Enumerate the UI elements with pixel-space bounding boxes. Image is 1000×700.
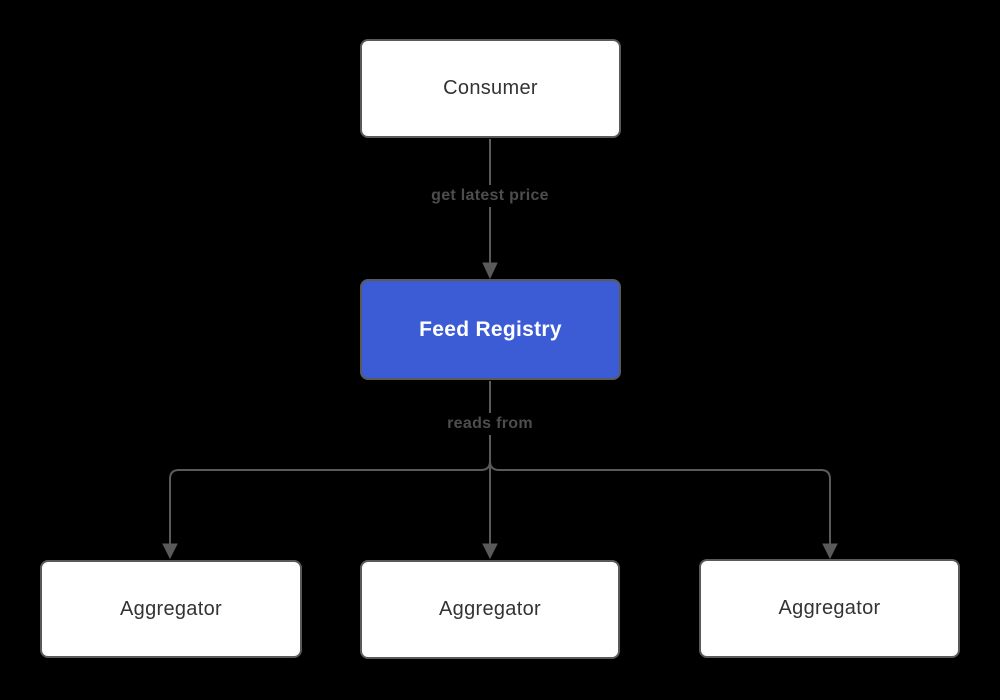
node-feed-registry: Feed Registry [360, 279, 621, 380]
arrowhead-feed-registry-to-aggregator-1 [162, 543, 178, 560]
edge-label-reads-from: reads from [441, 413, 539, 435]
node-aggregator-3-label: Aggregator [778, 597, 881, 619]
edge-feed-registry-to-aggregator-1 [169, 381, 491, 544]
node-aggregator-1: Aggregator [40, 560, 302, 658]
node-feed-registry-label: Feed Registry [419, 317, 562, 341]
node-aggregator-1-label: Aggregator [120, 597, 222, 620]
arrowhead-feed-registry-to-aggregator-3 [822, 543, 838, 560]
node-aggregator-3: Aggregator [699, 559, 960, 658]
edge-feed-registry-to-aggregator-3 [489, 381, 831, 544]
arrowhead-consumer-to-feed-registry [482, 262, 498, 280]
node-aggregator-2: Aggregator [360, 560, 620, 659]
node-consumer-label: Consumer [443, 77, 538, 99]
node-consumer: Consumer [360, 39, 621, 138]
edge-label-get-latest-price: get latest price [425, 185, 555, 207]
node-aggregator-2-label: Aggregator [439, 598, 541, 620]
arrowhead-feed-registry-to-aggregator-2 [482, 543, 498, 560]
